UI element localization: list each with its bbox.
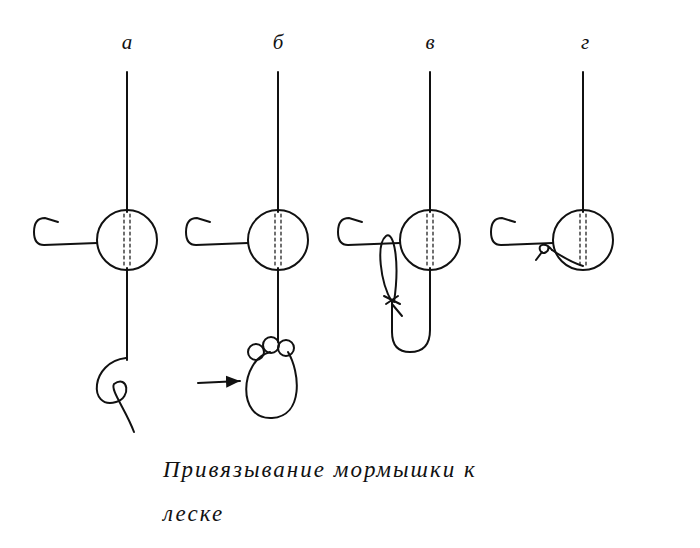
- knot: [536, 245, 552, 260]
- knot: [384, 296, 402, 316]
- direction-arrow: [198, 381, 240, 383]
- hook: [338, 218, 400, 245]
- knot-turn: [248, 344, 264, 360]
- jig-figure-g: [491, 72, 613, 270]
- jig-hole: [580, 214, 586, 266]
- knot-turn: [278, 340, 294, 356]
- fishing-line: [552, 250, 583, 266]
- knot-loop: [380, 235, 396, 302]
- jig-head: [553, 210, 613, 270]
- hook: [34, 218, 97, 245]
- hook: [491, 218, 553, 245]
- jig-head: [248, 210, 308, 270]
- jig-hole: [124, 214, 130, 266]
- knot-turn: [263, 337, 279, 353]
- jig-hole: [275, 214, 281, 266]
- jig-figure-b: [186, 72, 308, 418]
- fishing-line: [582, 72, 584, 212]
- fishing-line: [277, 72, 279, 212]
- jig-figure-a: [34, 72, 157, 432]
- knot-loop: [246, 352, 297, 418]
- figure-letter: г: [581, 30, 589, 55]
- figure-letter: а: [122, 30, 133, 55]
- figure-caption: Привязывание мормышки к леске: [163, 448, 493, 536]
- fishing-line: [277, 268, 279, 342]
- hook: [186, 218, 248, 245]
- figure-letter: в: [425, 30, 434, 55]
- fishing-line: [126, 72, 128, 212]
- fishing-line: [429, 72, 431, 212]
- jig-head: [97, 210, 157, 270]
- fishing-line: [126, 268, 128, 360]
- jig-head: [400, 210, 460, 270]
- figure-letter: б: [273, 30, 284, 55]
- knot-loop: [97, 358, 134, 432]
- jig-hole: [427, 214, 433, 266]
- jig-figure-v: [338, 72, 460, 352]
